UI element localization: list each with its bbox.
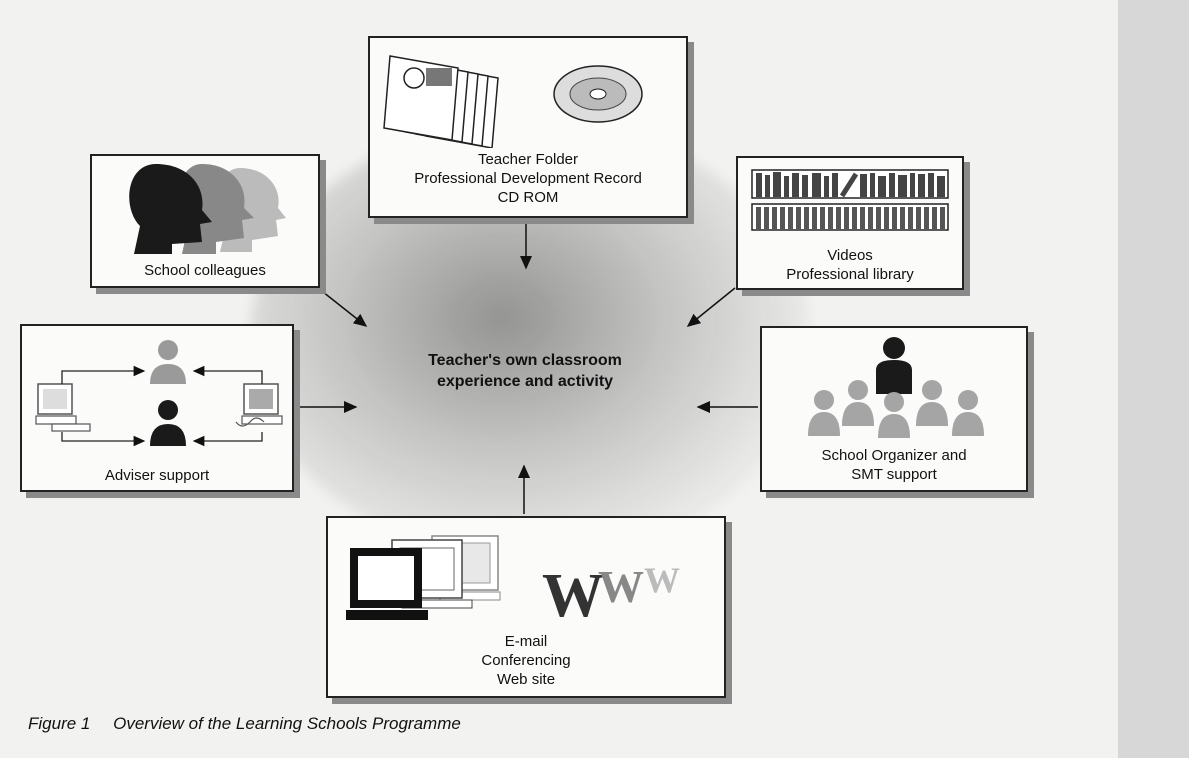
svg-text:W: W: [598, 561, 644, 612]
person-bottom-icon: [150, 400, 186, 446]
colleagues-label: School colleagues: [144, 262, 266, 279]
svg-text:W: W: [542, 562, 604, 626]
colleagues-heads-icon: [129, 164, 286, 254]
person-top-icon: [150, 340, 186, 384]
folder-cd-icon: [383, 55, 643, 148]
folder-line-2: Professional Development Record: [414, 170, 642, 187]
computers-www-icon: [346, 535, 501, 620]
computer-front-icon: [346, 548, 428, 620]
bookshelf-icon: [751, 169, 949, 231]
www-logo: W W W: [542, 560, 680, 626]
adviser-network-icon: [35, 340, 283, 447]
page-margin: [1118, 0, 1189, 758]
adviser-label: Adviser support: [104, 467, 210, 484]
figure-title: Overview of the Learning Schools Program…: [113, 714, 461, 733]
computer-left-icon: [35, 383, 91, 432]
videos-line-2: Professional library: [786, 266, 914, 283]
figure-caption: Figure 1 Overview of the Learning School…: [28, 714, 479, 734]
arrow-school-colleagues: [317, 287, 368, 327]
teacher-folder-box: Teacher Folder Professional Development …: [368, 36, 688, 218]
center-line-1: Teacher's own classroom: [428, 352, 622, 369]
school-colleagues-box: School colleagues: [90, 154, 320, 288]
center-label: Teacher's own classroom experience and a…: [380, 350, 670, 392]
email-box: W W W E-mail Conferencing Web site: [326, 516, 726, 698]
figure-number: Figure 1: [28, 714, 91, 733]
videos-box: Videos Professional library: [736, 156, 964, 290]
computer-right-icon: [235, 383, 283, 427]
arrow-videos: [686, 287, 736, 327]
folder-line-3: CD ROM: [497, 189, 559, 206]
adviser-support-box: Adviser support: [20, 324, 294, 492]
videos-line-1: Videos: [827, 247, 873, 264]
folder-line-1: Teacher Folder: [477, 151, 579, 168]
email-line-3: Web site: [496, 671, 556, 688]
organizer-line-2: SMT support: [851, 466, 937, 483]
organizer-group-icon: [808, 337, 984, 438]
email-line-2: Conferencing: [481, 652, 571, 669]
organizer-line-1: School Organizer and: [821, 447, 967, 464]
email-line-1: E-mail: [504, 633, 548, 650]
svg-text:W: W: [644, 560, 680, 600]
leader-icon: [876, 337, 912, 394]
center-line-2: experience and activity: [436, 373, 614, 390]
school-organizer-box: School Organizer and SMT support: [760, 326, 1028, 492]
